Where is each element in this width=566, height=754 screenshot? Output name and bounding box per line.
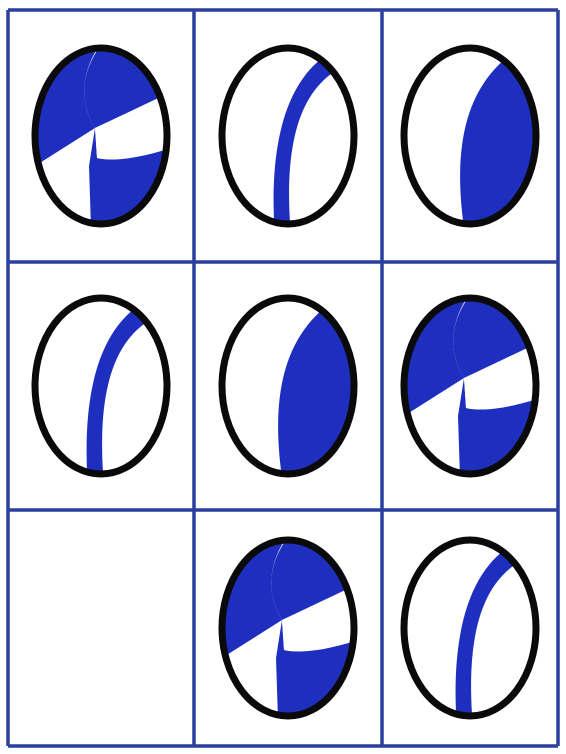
puzzle-cell (404, 44, 540, 228)
puzzle-cell (35, 298, 167, 474)
puzzle-cell (404, 540, 536, 716)
puzzle-cell-empty (12, 514, 190, 742)
puzzle-cell (404, 296, 540, 478)
puzzle-cell (222, 294, 358, 478)
grid-cells (12, 44, 540, 742)
puzzle-cell (35, 46, 171, 228)
puzzle-cell (222, 48, 354, 224)
missing-answer-slot (12, 514, 190, 742)
puzzle-cell (222, 538, 358, 720)
